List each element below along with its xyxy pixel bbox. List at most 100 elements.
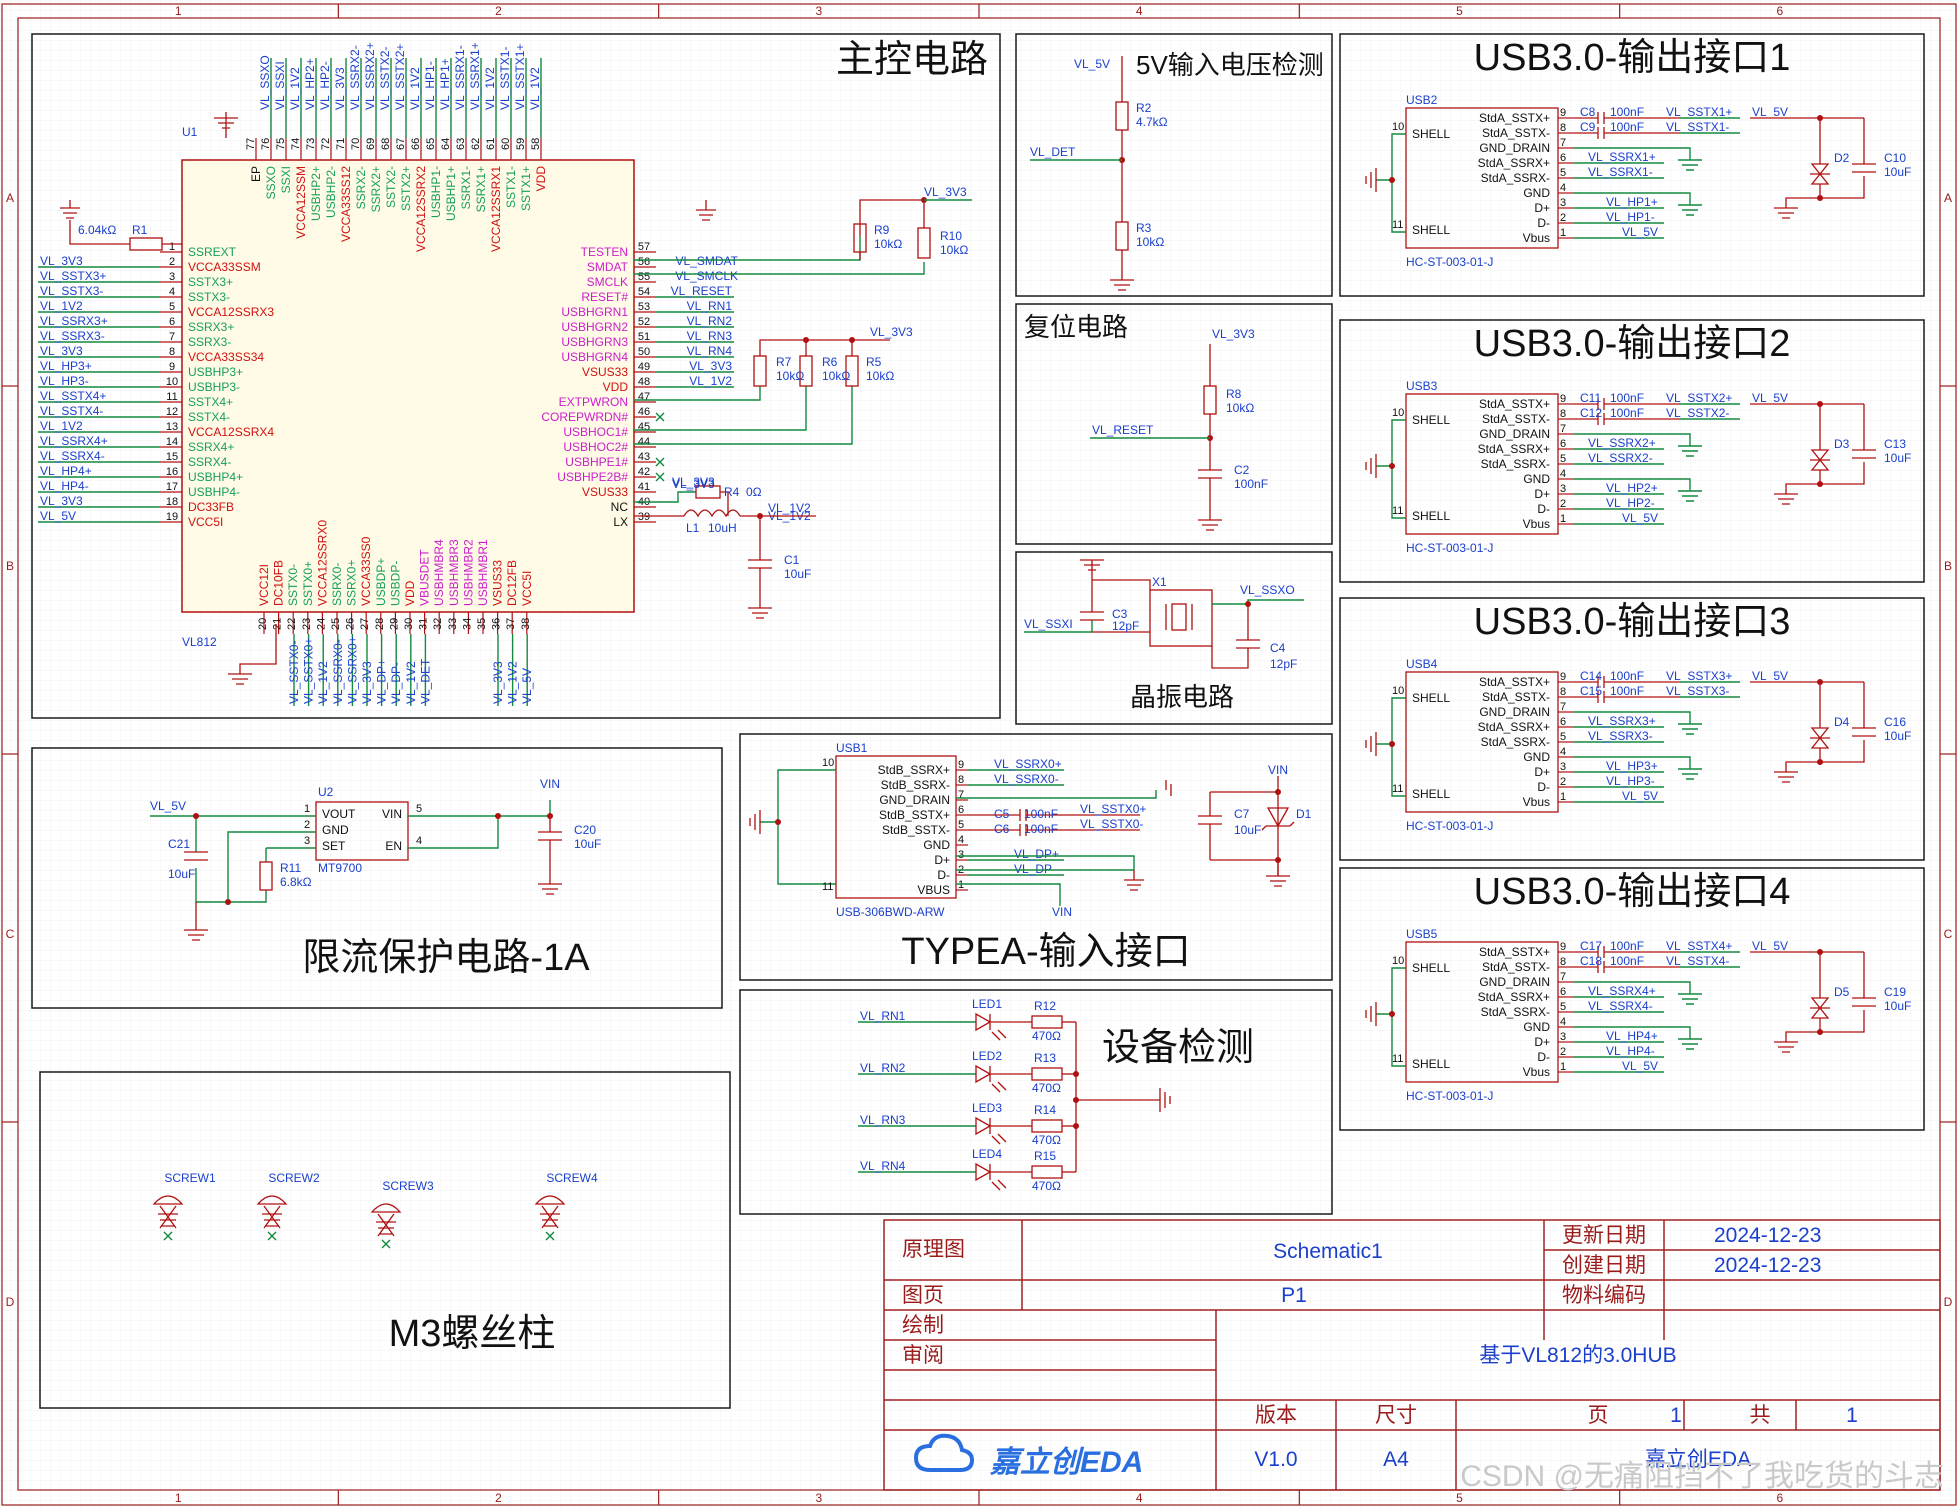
ic-pin-name: USBHP4- xyxy=(188,485,240,499)
usb-out-pin-name: D+ xyxy=(1534,487,1550,501)
ic-pin-num: 20 xyxy=(257,618,269,630)
title-vin-detect: 5V输入电压检测 xyxy=(1136,50,1324,80)
ic-net-label: VL_SSTX0- xyxy=(287,641,301,704)
usb-out-pin-name: D- xyxy=(1537,216,1550,230)
tb-review-label: 审阅 xyxy=(902,1344,944,1367)
usb-out-pin-name: D+ xyxy=(1534,201,1550,215)
ic-net-label: VL_1V2 xyxy=(689,374,732,388)
ic-pin-num: 58 xyxy=(530,138,542,150)
usb-out-bulk-cap xyxy=(1852,449,1876,459)
usb-out-pin-num: 9 xyxy=(1560,393,1566,405)
usb-out-junction xyxy=(1817,401,1823,407)
ic-net-label: VL_RESET xyxy=(671,284,733,298)
usb1-net-label: VL_DP- xyxy=(1014,862,1056,876)
screw-nc xyxy=(267,1231,277,1241)
reset-net: VL_RESET xyxy=(1092,423,1154,437)
ic-net-label: VL_SSRX2+ xyxy=(363,42,377,110)
ic-pin-name: SSTX3- xyxy=(188,290,230,304)
usb-out-vnet: VL_5V xyxy=(1752,391,1788,405)
usb-out-bulk-value: 10uF xyxy=(1884,999,1911,1013)
usb-out-junction xyxy=(1389,463,1395,469)
usb-out-pin-num: 5 xyxy=(1560,731,1566,743)
grid-col-bottom: 2 xyxy=(495,1491,502,1505)
usb-out-junction xyxy=(1389,741,1395,747)
ic-net-label: VL_SSXI xyxy=(273,61,287,110)
ic-pin-num: 42 xyxy=(638,466,650,478)
usb-out-pin-num: 2 xyxy=(1560,1046,1566,1058)
r4-value: 0Ω xyxy=(746,485,762,499)
r5-net: VL_3V3 xyxy=(870,325,913,339)
ic-pin-num: 66 xyxy=(410,138,422,150)
l1-ref: L1 xyxy=(686,521,700,535)
usb1-net-label: VL_SSRX0+ xyxy=(994,757,1062,771)
cl-net-5v: VL_5V xyxy=(150,799,186,813)
usb-out-cap-value: 100nF xyxy=(1610,105,1644,119)
detect-led-rays xyxy=(991,1029,1007,1041)
main-control-box xyxy=(31,33,1001,719)
detect-led-ref: LED3 xyxy=(972,1101,1002,1115)
current-limit-box xyxy=(31,747,723,1009)
grid-col-top: 3 xyxy=(815,4,822,18)
logo-text: 嘉立创EDA xyxy=(989,1445,1143,1479)
usb-out-vnet: VL_5V xyxy=(1752,939,1788,953)
ic-net-label: VL_1V2 xyxy=(288,67,302,110)
grid-row-right: B xyxy=(1944,559,1952,573)
usb-out-pin-num: 3 xyxy=(1560,197,1566,209)
ic-pin-num: 24 xyxy=(315,618,327,630)
grid-col-top: 6 xyxy=(1776,4,1783,18)
ic-net-label: VL_1V2 xyxy=(408,67,422,110)
ic-pin-name: SSRX0- xyxy=(330,563,344,606)
ic-pin-num: 21 xyxy=(272,618,284,630)
ic-pin-name: USBHOC2# xyxy=(563,440,628,454)
title-typea-input: TYPEA-输入接口 xyxy=(901,931,1190,973)
ic-pin-num: 30 xyxy=(403,618,415,630)
ic-pin-name: VSUS33 xyxy=(491,560,505,606)
usb-out-pin-num: 8 xyxy=(1560,956,1566,968)
detect-res-value: 470Ω xyxy=(1032,1179,1061,1193)
r5-ref: R5 xyxy=(866,355,882,369)
usb-out-net-vbus: VL_5V xyxy=(1622,225,1658,239)
usb-out-pin-name: GND_DRAIN xyxy=(1479,141,1550,155)
ic-pin-name: USBDP+ xyxy=(374,558,388,606)
usb-out-vnet: VL_5V xyxy=(1752,105,1788,119)
usb-out-net-dp: VL_HP3+ xyxy=(1606,759,1658,773)
usb-out-shell-a: SHELL xyxy=(1412,691,1450,705)
ic-pin-num: 29 xyxy=(388,618,400,630)
ic-pin-num: 60 xyxy=(500,138,512,150)
usb-out-net-rx-n: VL_SSRX3- xyxy=(1588,729,1653,743)
tb-page-no-label: 页 xyxy=(1588,1404,1609,1427)
usb-out-shell-b: SHELL xyxy=(1412,787,1450,801)
usb-out-net-dn: VL_HP3- xyxy=(1606,774,1655,788)
c1-value: 10uF xyxy=(784,567,811,581)
usb-out-cap-value: 100nF xyxy=(1610,684,1644,698)
r9-value: 10kΩ xyxy=(874,237,902,251)
tb-total: 1 xyxy=(1846,1404,1858,1427)
tb-update-value: 2024-12-23 xyxy=(1714,1224,1821,1247)
main-aux-parts: R1 6.04kΩ VL_3V3 R9 10kΩ R10 10kΩ VL_3V3… xyxy=(60,112,972,685)
usb-out-shell-a: SHELL xyxy=(1412,413,1450,427)
ic-net-label: VL_3V3 xyxy=(491,661,505,704)
grid-row-right: A xyxy=(1944,191,1952,205)
screw: SCREW1 xyxy=(152,1171,216,1241)
tb-draw-label: 绘制 xyxy=(902,1314,944,1337)
screw-label: SCREW2 xyxy=(268,1171,320,1185)
usb-out-tvs xyxy=(1810,449,1830,471)
ic-pin-name: VCCA33SSM xyxy=(188,260,261,274)
ic-net-label: VL_SSRX0+ xyxy=(345,636,359,704)
ic-nc-mark xyxy=(655,457,665,467)
usb-out-protection xyxy=(1750,951,1865,1053)
ic-pin-num: 50 xyxy=(638,346,650,358)
usb-out-junction xyxy=(1817,949,1823,955)
detect-led-ref: LED4 xyxy=(972,1147,1002,1161)
usb-out-gnd xyxy=(1574,756,1702,780)
c20-value: 10uF xyxy=(574,837,601,851)
r1-value: 6.04kΩ xyxy=(78,223,116,237)
usb-out-pin-num: 9 xyxy=(1560,941,1566,953)
device-detect-box xyxy=(739,989,1333,1215)
ic-net-label: VL_3V3 xyxy=(40,494,83,508)
ic-pin-num: 18 xyxy=(166,496,178,508)
c5-value: 100nF xyxy=(1024,807,1058,821)
